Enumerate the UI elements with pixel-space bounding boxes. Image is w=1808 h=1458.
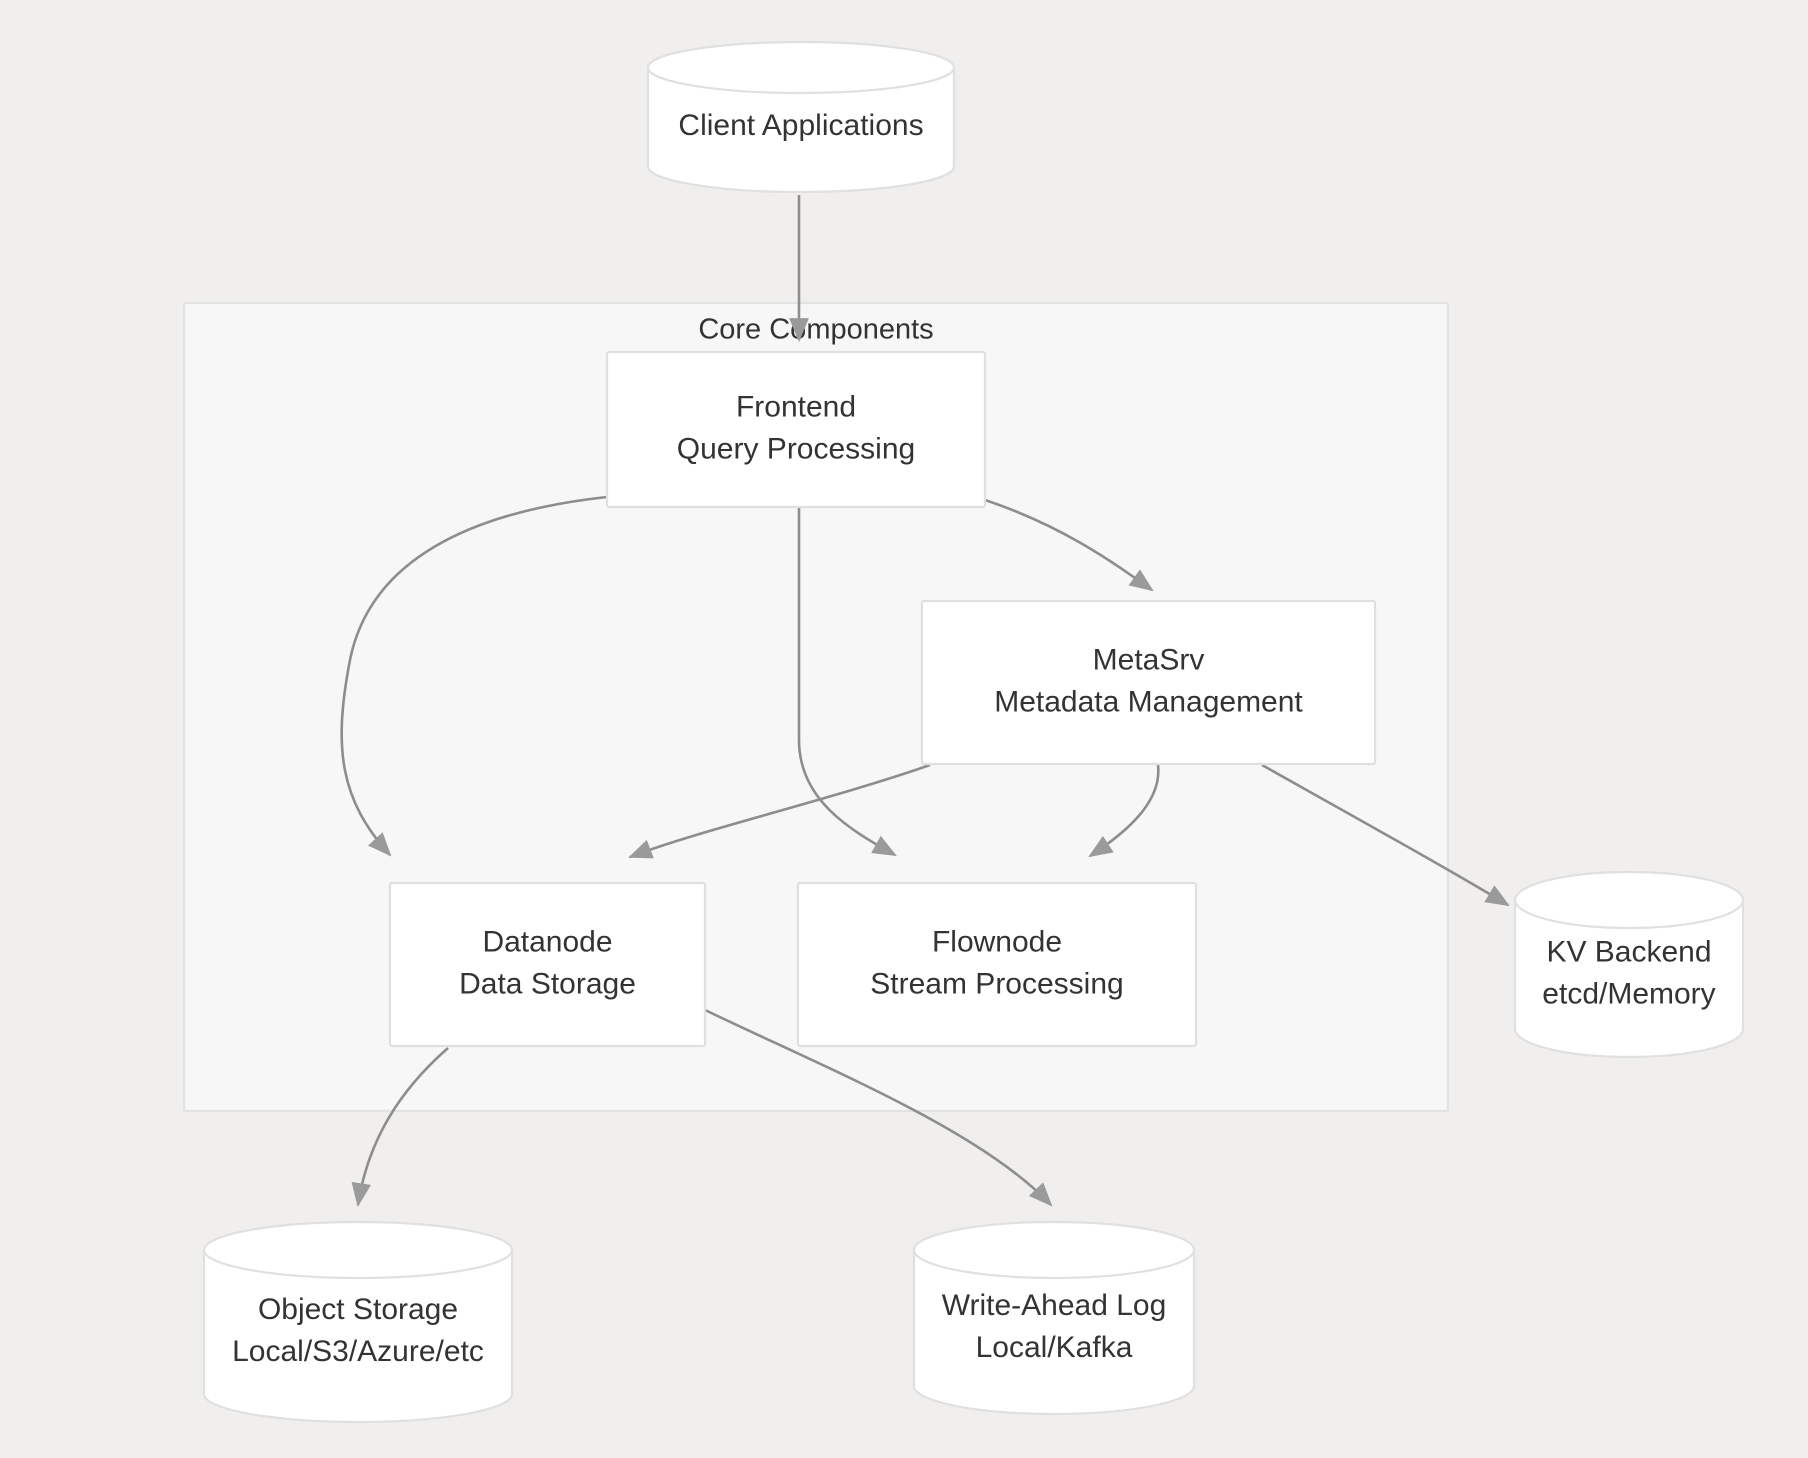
- node-label-kvbackend-line-1: etcd/Memory: [1542, 977, 1715, 1010]
- edge-frontend-to-flownode: [797, 508, 897, 857]
- node-shape-datanode: [388, 881, 707, 1048]
- node-shape-top-client: [646, 67, 956, 95]
- cluster-label-core-components: Core Components: [698, 314, 933, 346]
- node-frontend[interactable]: [605, 350, 987, 509]
- node-label-objectstorage-line-1: Local/S3/Azure/etc: [232, 1335, 484, 1368]
- node-label-wal-line-0: Write-Ahead Log: [942, 1289, 1167, 1322]
- node-label-flownode-line-0: Flownode: [932, 925, 1062, 958]
- node-label-metasrv-line-1: Metadata Management: [994, 685, 1303, 718]
- node-label-metasrv-line-0: MetaSrv: [1093, 643, 1205, 676]
- node-shape-top-objectstorage: [202, 1249, 514, 1280]
- node-label-frontend-line-0: Frontend: [736, 390, 856, 423]
- node-shape-top-wal: [912, 1249, 1196, 1280]
- edge-frontend-to-metasrv: [984, 498, 1154, 592]
- node-kvbackend[interactable]: [1513, 870, 1745, 1059]
- node-label-client-line-0: Client Applications: [678, 109, 923, 142]
- edge-metasrv-to-flownode: [1088, 764, 1160, 858]
- node-label-objectstorage-line-0: Object Storage: [258, 1293, 458, 1326]
- node-metasrv[interactable]: [920, 599, 1377, 766]
- node-group: [202, 40, 1745, 1424]
- node-label-flownode-line-1: Stream Processing: [870, 967, 1123, 1000]
- edge-datanode-to-wal: [704, 1008, 1053, 1207]
- node-wal[interactable]: [912, 1220, 1196, 1416]
- node-label-frontend-line-1: Query Processing: [677, 432, 915, 465]
- node-label-datanode-line-0: Datanode: [482, 925, 612, 958]
- edge-datanode-to-objectstorage: [351, 1047, 449, 1208]
- node-flownode[interactable]: [796, 881, 1198, 1048]
- node-client[interactable]: [646, 40, 956, 194]
- node-shape-top-kvbackend: [1513, 899, 1745, 930]
- node-label-datanode-line-1: Data Storage: [459, 967, 636, 1000]
- edge-metasrv-to-datanode: [628, 763, 931, 859]
- edge-metasrv-to-kvbackend: [1261, 763, 1510, 907]
- edge-group: [340, 195, 1510, 1208]
- node-objectstorage[interactable]: [202, 1220, 514, 1424]
- node-shape-flownode: [796, 881, 1198, 1048]
- node-label-kvbackend-line-0: KV Backend: [1546, 935, 1711, 968]
- node-label-wal-line-1: Local/Kafka: [976, 1331, 1133, 1364]
- node-shape-frontend: [605, 350, 987, 509]
- node-shape-metasrv: [920, 599, 1377, 766]
- node-datanode[interactable]: [388, 881, 707, 1048]
- edge-frontend-to-datanode: [340, 495, 608, 857]
